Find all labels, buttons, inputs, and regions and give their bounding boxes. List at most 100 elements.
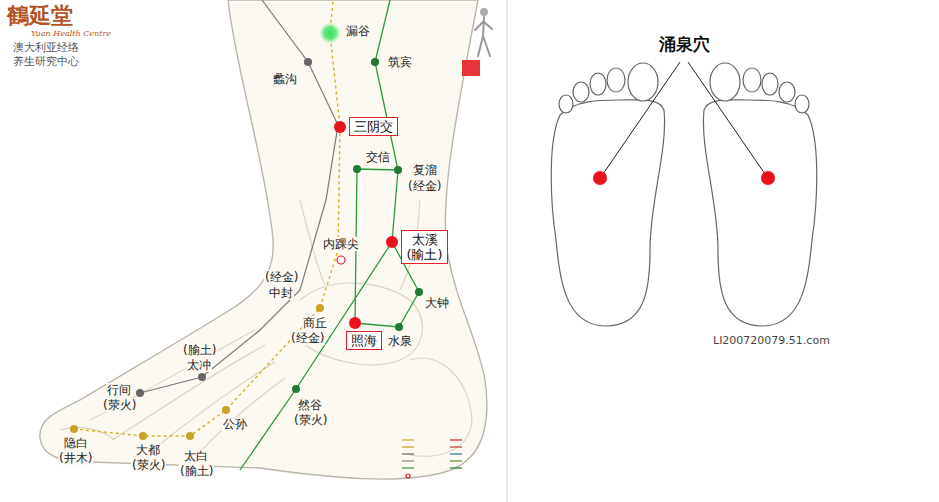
legend-mark (402, 446, 414, 447)
leader-line (688, 62, 765, 174)
point-dot (304, 58, 312, 66)
malleolus-marker (337, 256, 345, 264)
point-label: (荥火) (102, 398, 137, 412)
point-label: 中封 (268, 286, 294, 300)
legend-mark (402, 439, 414, 440)
sole-outline (551, 63, 664, 326)
point-label: 行间 (106, 383, 132, 397)
point-label: (腧土) (182, 343, 217, 357)
point-name: (腧土) (405, 247, 444, 262)
point-label: (经金) (407, 179, 442, 193)
point-dots (70, 58, 423, 440)
toe (710, 63, 740, 101)
point-label: 筑宾 (387, 55, 413, 69)
person-arm (484, 22, 492, 29)
point-label: 复溜 (412, 163, 438, 177)
brand-text: Yuan Health Centre (30, 29, 112, 39)
point-label: 太冲 (186, 358, 212, 372)
point-dot (198, 373, 206, 381)
point-dot (353, 165, 361, 173)
point-label: (荥火) (131, 458, 166, 472)
point-dot (415, 288, 423, 296)
point-dot (395, 323, 403, 331)
legend-marks (402, 440, 462, 478)
point-label: (经金) (264, 270, 299, 284)
panel-divider (507, 0, 508, 502)
point-label: (荥火) (293, 413, 328, 427)
bone-line (90, 330, 255, 420)
toe (559, 95, 573, 113)
legend-mark (450, 446, 462, 447)
legend-mark (402, 453, 414, 454)
point-dot (394, 166, 402, 174)
point-label: (经金) (290, 331, 325, 345)
person-body (483, 17, 484, 36)
legend-mark (450, 439, 462, 440)
brand-text: 养生研究中心 (12, 55, 80, 68)
point-box: 太溪(腧土) (401, 230, 448, 264)
legend-mark (450, 460, 462, 461)
panel-heading: 涌泉穴 (658, 34, 711, 54)
point-name: 太溪 (405, 232, 444, 247)
point-label: 太白 (183, 449, 209, 463)
toe (590, 73, 606, 95)
point-name: 照海 (350, 333, 378, 348)
point-dot (186, 432, 194, 440)
point-dot (292, 385, 300, 393)
point-label: 公孙 (222, 417, 248, 431)
point-label: 隐白 (63, 436, 89, 450)
toe (607, 68, 625, 92)
view-marker (462, 60, 480, 76)
point-label: 大钟 (424, 296, 450, 310)
toe (628, 63, 658, 101)
sole-body (551, 100, 664, 326)
point-box: 照海 (346, 331, 382, 350)
watermark: LI200720079.51.com (712, 334, 831, 347)
point-dot (139, 432, 147, 440)
legend-mark (402, 460, 414, 461)
legend-mark (450, 467, 462, 468)
point-box: 三阴交 (349, 117, 398, 136)
toe (762, 73, 778, 95)
point-label: (井木) (58, 451, 93, 465)
toe (573, 82, 589, 102)
kidney-meridian (240, 0, 419, 470)
spleen-meridian (74, 0, 340, 436)
point-dot (70, 425, 78, 433)
point-dot (371, 58, 379, 66)
bone-line (200, 378, 285, 452)
point-dot (761, 171, 775, 185)
legend-mark (406, 474, 410, 478)
point-label: 交信 (365, 150, 391, 164)
person-leg (483, 36, 490, 56)
toe (795, 95, 809, 113)
point-glow (319, 22, 341, 44)
bone-sketch (60, 200, 472, 456)
point-label: 大都 (135, 443, 161, 457)
point-dot (593, 171, 607, 185)
point-dot (349, 317, 361, 329)
point-label: 内踝尖 (322, 237, 360, 251)
point-dot (316, 304, 324, 312)
logo-text: 鶴延堂 (6, 2, 74, 28)
person-icon (475, 8, 492, 56)
toe (779, 82, 795, 102)
point-label: 漏谷 (345, 24, 371, 38)
point-label: (腧土) (179, 464, 214, 478)
leader-line (603, 62, 680, 174)
bone-line (155, 362, 275, 448)
bone-line (112, 345, 265, 440)
person-leg (478, 36, 483, 56)
point-dot (136, 389, 144, 397)
foot-outline (40, 0, 487, 479)
liver-meridian (140, 0, 338, 393)
point-name: 三阴交 (353, 119, 394, 134)
legend-mark (450, 453, 462, 454)
point-label: 商丘 (302, 316, 328, 330)
toe (743, 68, 761, 92)
sole-outline (703, 63, 816, 326)
legend-mark (402, 467, 414, 468)
point-dot (386, 236, 398, 248)
